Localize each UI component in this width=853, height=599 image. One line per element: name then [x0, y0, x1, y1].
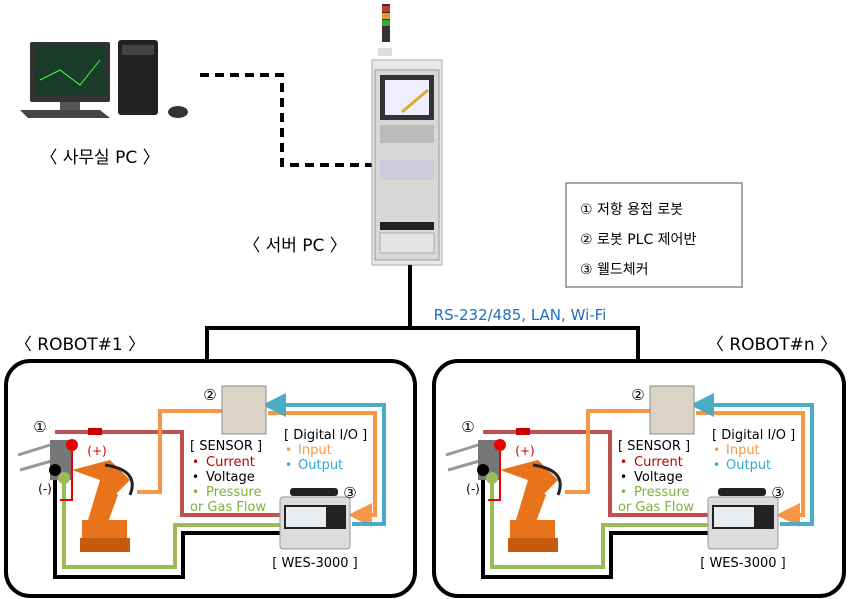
dio-title-text: [ Digital I/O ]: [712, 428, 795, 443]
sensor-gas-text: or Gas Flow: [618, 500, 694, 515]
legend-item-plc: ② 로봇 PLC 제어반: [580, 232, 696, 248]
office-pc-label: 〈 사무실 PC 〉: [40, 148, 159, 168]
plus-text: (+): [515, 444, 534, 458]
marker-robot-text: ①: [33, 418, 46, 436]
plc-cabinet-icon: [649, 385, 695, 435]
marker-checker-text: ③: [771, 484, 784, 502]
legend-item-robot: ① 저항 용접 로봇: [580, 202, 683, 218]
bullet-text: •: [285, 458, 292, 472]
legend-box: [565, 182, 743, 288]
weld-checker-icon: [707, 488, 779, 550]
bullet-text: •: [620, 470, 627, 484]
minus-text: (-): [38, 482, 52, 496]
marker-checker-text: ③: [343, 484, 356, 502]
bullet-text: •: [620, 455, 627, 469]
sensor-voltage-text: Voltage: [206, 470, 255, 485]
bullet-text: •: [713, 458, 720, 472]
bullet-text: •: [192, 485, 199, 499]
sensor-title-text: [ SENSOR ]: [190, 439, 262, 454]
weld-checker-icon: [279, 488, 351, 550]
robot-cell-content: ① ② ③ (+) (-) [ SENSOR ] • Current • Vol…: [17, 385, 386, 579]
sensor-voltage-text: Voltage: [634, 470, 683, 485]
marker-plc-text: ②: [631, 386, 644, 404]
dio-title-text: [ Digital I/O ]: [284, 428, 367, 443]
sensor-title-text: [ SENSOR ]: [618, 439, 690, 454]
sensor-pressure-text: Pressure: [206, 485, 262, 500]
robot-1-label: 〈 ROBOT#1 〉: [15, 335, 145, 355]
dio-input-text: Input: [726, 443, 760, 458]
plus-text: (+): [87, 444, 106, 458]
server-cabinet-icon: [371, 4, 443, 266]
robot-cell-content-n: ① ② ③ (+) (-) [ SENSOR ] • Current • Vol…: [445, 385, 814, 579]
sensor-current-text: Current: [634, 455, 683, 470]
robot-arm-icon: [500, 460, 562, 552]
network-trunk: [205, 265, 640, 360]
bullet-text: •: [192, 455, 199, 469]
bullet-text: •: [620, 485, 627, 499]
sensor-current-text: Current: [206, 455, 255, 470]
legend-item-weldchecker: ③ 웰드체커: [580, 262, 649, 278]
bullet-text: •: [285, 443, 292, 457]
bullet-text: •: [192, 470, 199, 484]
dio-output-text: Output: [298, 458, 343, 473]
plc-cabinet-icon: [221, 385, 267, 435]
office-pc-icon: [20, 40, 188, 118]
dio-input-text: Input: [298, 443, 332, 458]
office-link: [200, 73, 372, 167]
sensor-gas-text: or Gas Flow: [190, 500, 266, 515]
minus-text: (-): [466, 482, 480, 496]
marker-plc-text: ②: [203, 386, 216, 404]
marker-robot-text: ①: [461, 418, 474, 436]
sensor-pressure-text: Pressure: [634, 485, 690, 500]
robot-n-label: 〈 ROBOT#n 〉: [707, 335, 837, 355]
bullet-text: •: [713, 443, 720, 457]
robot-arm-icon: [72, 460, 134, 552]
server-pc-label: 〈 서버 PC 〉: [243, 236, 347, 256]
device-name-text: [ WES-3000 ]: [700, 556, 786, 571]
network-label: RS-232/485, LAN, Wi-Fi: [434, 306, 607, 324]
device-name-text: [ WES-3000 ]: [272, 556, 358, 571]
dio-output-text: Output: [726, 458, 771, 473]
